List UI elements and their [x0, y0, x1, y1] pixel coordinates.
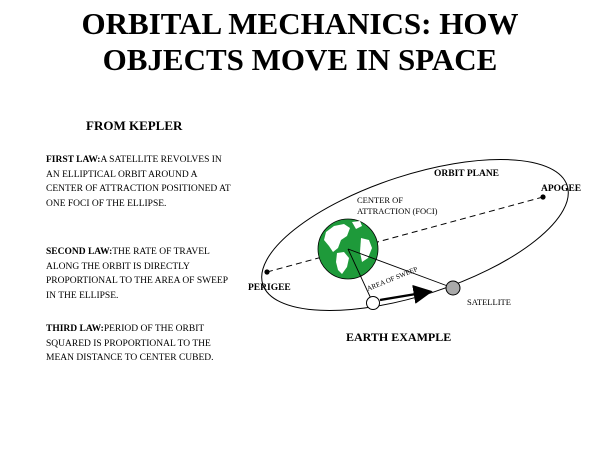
sweep-line-right: [347, 248, 454, 289]
earth-land-north-america: [324, 224, 350, 252]
first-law-text: A SATELLITE REVOLVES IN AN ELLIPTICAL OR…: [46, 155, 231, 209]
first-law: FIRST LAW:A SATELLITE REVOLVES IN AN ELL…: [46, 153, 236, 211]
second-law-text: THE RATE OF TRAVEL ALONG THE ORBIT IS DI…: [46, 247, 228, 301]
third-law-text: PERIOD OF THE ORBIT SQUARED IS PROPORTIO…: [46, 324, 214, 364]
sweep-line-left: [347, 248, 374, 304]
satellite-label: SATELLITE: [467, 297, 511, 307]
third-law-label: THIRD LAW:: [46, 324, 104, 334]
satellite-icon: [445, 280, 461, 296]
center-of-attraction-line-1: CENTER OF: [357, 195, 403, 205]
major-axis-dashed: [266, 196, 544, 273]
apogee-point: [540, 194, 546, 200]
perigee-label: PERIGEE: [248, 283, 291, 293]
earth-land-africa: [360, 238, 372, 262]
title-line-2: OBJECTS MOVE IN SPACE: [102, 42, 498, 77]
second-law-label: SECOND LAW:: [46, 247, 113, 257]
subtitle: FROM KEPLER: [86, 118, 183, 133]
perigee-point: [264, 269, 270, 275]
satellite-previous-position: [366, 296, 380, 310]
apogee-label: APOGEE: [541, 184, 581, 194]
area-of-sweep-label: AREA OF SWEEP: [366, 265, 419, 293]
orbit-plane-label: ORBIT PLANE: [434, 169, 499, 179]
second-law: SECOND LAW:THE RATE OF TRAVEL ALONG THE …: [46, 245, 236, 303]
motion-arrow: [379, 284, 433, 304]
center-of-attraction-line-2: ATTRACTION (FOCI): [357, 206, 438, 216]
earth-land-greenland: [352, 221, 362, 229]
earth-land-south-america: [336, 252, 349, 274]
title-line-1: ORBITAL MECHANICS: HOW: [81, 6, 519, 41]
earth-example-caption: EARTH EXAMPLE: [346, 330, 451, 344]
orbit-ellipse: [261, 158, 569, 312]
slide-title: ORBITAL MECHANICS: HOW OBJECTS MOVE IN S…: [0, 6, 600, 78]
third-law: THIRD LAW:PERIOD OF THE ORBIT SQUARED IS…: [46, 322, 236, 366]
first-law-label: FIRST LAW:: [46, 155, 101, 165]
